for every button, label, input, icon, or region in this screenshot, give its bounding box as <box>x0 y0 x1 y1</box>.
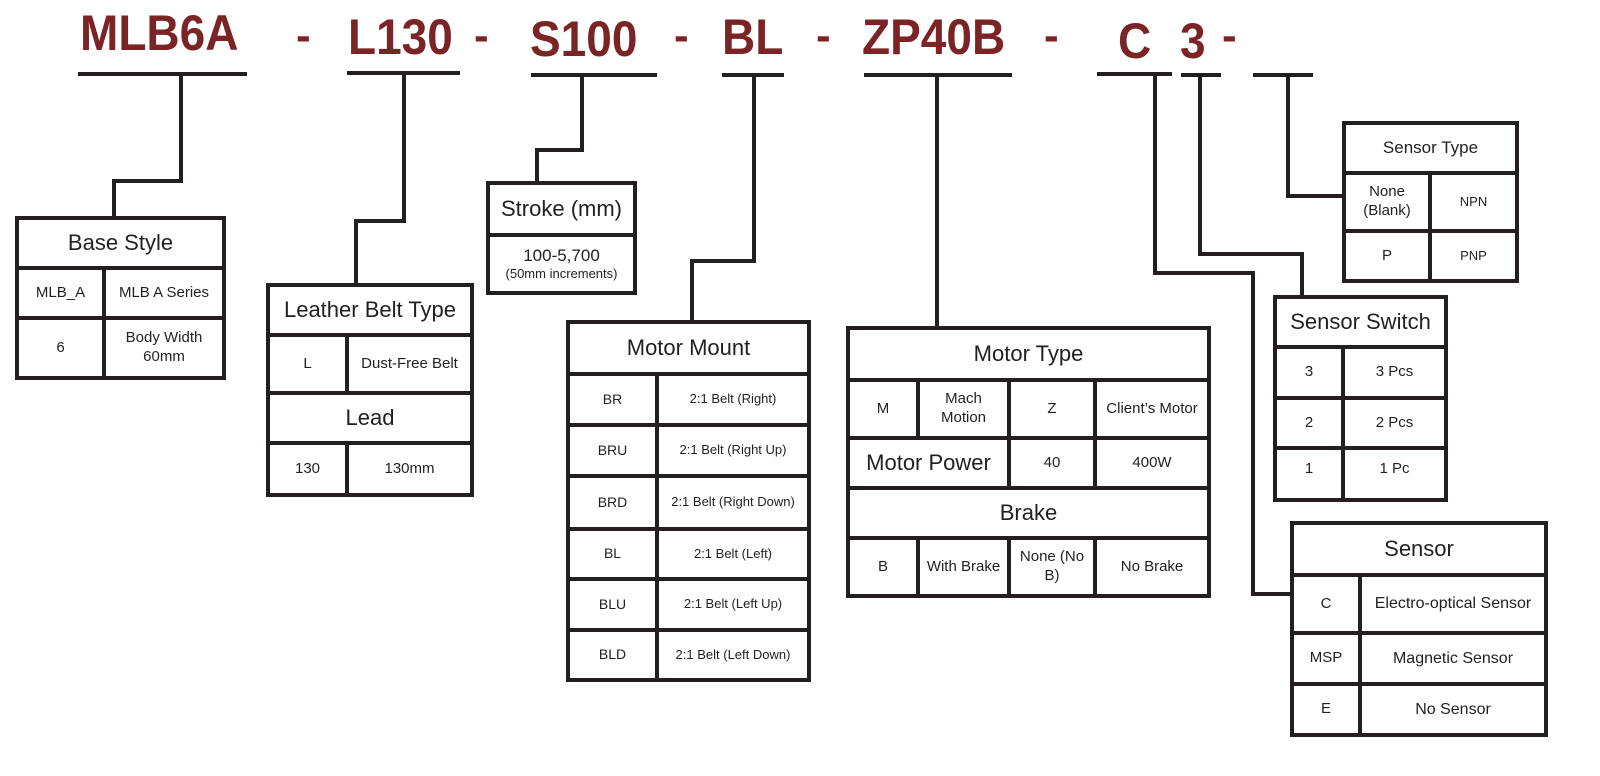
code-motor-mount: BL <box>722 9 784 65</box>
lead-desc: 130mm <box>345 441 474 497</box>
sensor-switch-code: 2 <box>1273 396 1345 450</box>
sensor-title: Sensor <box>1290 521 1548 577</box>
separator: - <box>674 11 689 60</box>
code-belt-lead: L130 <box>348 9 453 65</box>
sensor-desc: Magnetic Sensor <box>1358 631 1548 686</box>
motor-power-title: Motor Power <box>846 436 1011 490</box>
connector-sensor-type <box>1286 75 1344 198</box>
code-motor: ZP40B <box>862 9 1006 65</box>
motor-mount-desc: 2:1 Belt (Left Up) <box>655 577 811 632</box>
brake-title: Brake <box>846 486 1211 540</box>
motor-power-desc: 400W <box>1093 436 1211 490</box>
separator: - <box>816 11 831 60</box>
motor-mount-desc: 2:1 Belt (Left Down) <box>655 628 811 682</box>
separator: - <box>296 11 311 60</box>
sensor-code: E <box>1290 682 1362 737</box>
sensor-type-table: Sensor Type None (Blank) NPN P PNP <box>1342 121 1519 283</box>
motor-mount-code: BRD <box>566 474 659 531</box>
motor-power-code: 40 <box>1007 436 1097 490</box>
brake-desc: No Brake <box>1093 536 1211 598</box>
motor-mount-code: BR <box>566 372 659 427</box>
belt-code: L <box>266 333 349 395</box>
motor-mount-desc: 2:1 Belt (Right) <box>655 372 811 427</box>
motor-mount-desc: 2:1 Belt (Right Down) <box>655 474 811 531</box>
brake-code: None (No B) <box>1007 536 1097 598</box>
sensor-code: MSP <box>1290 631 1362 686</box>
stroke-title: Stroke (mm) <box>486 181 637 237</box>
base-style-desc: MLB A Series <box>102 266 226 320</box>
sensor-desc: No Sensor <box>1358 682 1548 737</box>
sensor-switch-desc: 2 Pcs <box>1341 396 1448 450</box>
motor-mount-desc: 2:1 Belt (Right Up) <box>655 423 811 478</box>
motor-mount-code: BLD <box>566 628 659 682</box>
belt-lead-table: Leather Belt Type L Dust-Free Belt Lead … <box>266 283 474 497</box>
motor-table: Motor Type M Mach Motion Z Client’s Moto… <box>846 326 1211 598</box>
code-sensor-switch: 3 <box>1180 13 1206 69</box>
lead-code: 130 <box>266 441 349 497</box>
base-style-title: Base Style <box>15 216 226 270</box>
base-style-code: 6 <box>15 316 106 380</box>
sensor-type-title: Sensor Type <box>1342 121 1519 175</box>
motor-mount-title: Motor Mount <box>566 320 811 376</box>
sensor-code: C <box>1290 573 1362 635</box>
sensor-switch-code: 3 <box>1273 345 1345 400</box>
base-style-desc: Body Width 60mm <box>102 316 226 380</box>
sensor-type-desc: NPN <box>1428 171 1519 233</box>
connector-sensor-switch <box>1198 75 1304 297</box>
sensor-switch-code: 1 <box>1273 446 1345 502</box>
code-stroke: S100 <box>530 11 638 67</box>
motor-mount-code: BRU <box>566 423 659 478</box>
code-sensor: C <box>1118 13 1152 69</box>
motor-mount-code: BL <box>566 527 659 581</box>
brake-code: B <box>846 536 920 598</box>
base-style-code: MLB_A <box>15 266 106 320</box>
connector-motor-mount <box>690 75 756 322</box>
separator: - <box>1044 11 1059 60</box>
sensor-type-code: None (Blank) <box>1342 171 1432 233</box>
connector-sensor <box>1153 74 1292 596</box>
stroke-table: Stroke (mm) 100-5,700 (50mm increments) <box>486 181 637 295</box>
brake-desc: With Brake <box>916 536 1011 598</box>
sensor-switch-desc: 3 Pcs <box>1341 345 1448 400</box>
connector-belt <box>354 73 406 285</box>
code-base-style: MLB6A <box>80 5 239 61</box>
connector-stroke <box>535 75 584 183</box>
motor-type-code: Z <box>1007 378 1097 440</box>
connector-base-style <box>112 74 183 218</box>
sensor-switch-desc: 1 Pc <box>1341 446 1448 502</box>
separator: - <box>474 11 489 60</box>
separator: - <box>1222 11 1237 60</box>
sensor-type-desc: PNP <box>1428 229 1519 283</box>
motor-mount-desc: 2:1 Belt (Left) <box>655 527 811 581</box>
stroke-range: 100-5,700 <box>523 246 600 265</box>
belt-title: Leather Belt Type <box>266 283 474 337</box>
belt-desc: Dust-Free Belt <box>345 333 474 395</box>
motor-type-desc: Mach Motion <box>916 378 1011 440</box>
motor-type-desc: Client’s Motor <box>1093 378 1211 440</box>
lead-title: Lead <box>266 391 474 445</box>
stroke-note: (50mm increments) <box>505 266 618 282</box>
base-style-table: Base Style MLB_A MLB A Series 6 Body Wid… <box>15 216 226 380</box>
motor-mount-code: BLU <box>566 577 659 632</box>
sensor-type-code: P <box>1342 229 1432 283</box>
sensor-desc: Electro-optical Sensor <box>1358 573 1548 635</box>
sensor-switch-title: Sensor Switch <box>1273 295 1448 349</box>
motor-type-title: Motor Type <box>846 326 1211 382</box>
motor-type-code: M <box>846 378 920 440</box>
